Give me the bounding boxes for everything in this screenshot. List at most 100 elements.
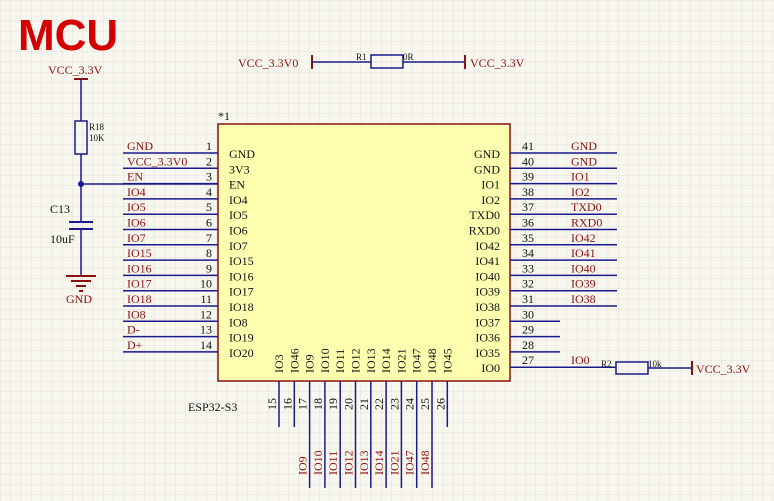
right-pin-name: IO37: [475, 315, 500, 329]
left-pin-number: 14: [200, 338, 212, 352]
top-net-left-label: VCC_3.3V0: [238, 56, 298, 70]
bottom-pin-number: 25: [418, 398, 432, 410]
left-pin-group: 1GNDGND23V3VCC_3.3V03ENEN4IO4IO45IO5IO56…: [123, 139, 255, 360]
right-pin-number: 41: [522, 139, 534, 153]
left-pin-number: 10: [200, 277, 212, 291]
right-pin-name: IO38: [475, 300, 500, 314]
left-pin-number: 8: [206, 246, 212, 260]
right-pin-name: IO2: [481, 193, 500, 207]
right-pin-number: 39: [522, 170, 534, 184]
left-pin-name: IO18: [229, 300, 254, 314]
left-pin-number: 1: [206, 139, 212, 153]
left-pin-name: IO16: [229, 269, 254, 283]
top-power-link: VCC_3.3V0 R1 0R VCC_3.3V: [238, 52, 525, 70]
bottom-pin-name: IO47: [410, 348, 424, 373]
bottom-pin-number: 17: [296, 398, 310, 410]
left-pin-name: IO20: [229, 346, 254, 360]
left-net-label: D+: [127, 338, 143, 352]
right-pin-name: GND: [474, 147, 500, 161]
right-pin-group: 41GNDGND40GNDGND39IO1IO138IO2IO237TXD0TX…: [469, 139, 617, 375]
right-net-label: IO2: [571, 185, 590, 199]
bottom-pin-name: IO12: [349, 348, 363, 373]
right-pin-number: 31: [522, 292, 534, 306]
right-pin-name: RXD0: [469, 224, 500, 238]
right-pin-name: TXD0: [469, 208, 500, 222]
left-pin-number: 9: [206, 261, 212, 275]
bottom-pin-number: 19: [326, 398, 340, 410]
bottom-net-label: IO47: [403, 450, 417, 475]
left-pin-number: 6: [206, 216, 212, 230]
left-pin-name: IO19: [229, 331, 254, 345]
r2-pullup: R2 10k VCC_3.3V: [601, 359, 751, 376]
left-net-label: VCC_3.3V0: [127, 154, 187, 168]
left-pin-number: 7: [206, 231, 212, 245]
left-net-label: IO15: [127, 246, 152, 260]
bottom-pin-name: IO21: [394, 348, 408, 373]
bottom-pin-name: IO11: [333, 349, 347, 373]
left-pin-name: 3V3: [229, 162, 250, 176]
left-net-label: D-: [127, 323, 140, 337]
r18-name: R18: [89, 122, 105, 132]
right-net-label: IO42: [571, 231, 596, 245]
bottom-pin-number: 21: [357, 398, 371, 410]
right-pin-number: 35: [522, 231, 534, 245]
right-pin-name: IO0: [481, 361, 500, 375]
bottom-pin-name: IO13: [364, 348, 378, 373]
bottom-net-label: IO9: [296, 456, 310, 475]
right-pin-number: 27: [522, 353, 534, 367]
bottom-net-label: IO12: [342, 450, 356, 475]
right-pin-name: GND: [474, 162, 500, 176]
reset-circuit: VCC_3.3V R18 10K C13 10uF GND: [48, 63, 222, 306]
r18-value: 10K: [89, 133, 105, 143]
left-pin-name: GND: [229, 147, 255, 161]
bottom-net-label: IO11: [326, 451, 340, 475]
c13-value: 10uF: [50, 232, 75, 246]
left-net-label: IO5: [127, 200, 146, 214]
left-net-label: IO16: [127, 261, 152, 275]
bottom-pin-number: 26: [433, 398, 447, 410]
bottom-pin-number: 22: [372, 398, 386, 410]
right-net-label: IO40: [571, 261, 596, 275]
left-pin-number: 3: [206, 170, 212, 184]
left-pin-name: IO4: [229, 193, 248, 207]
left-pin-number: 4: [206, 185, 212, 199]
left-net-label: IO18: [127, 292, 152, 306]
right-net-label: IO39: [571, 277, 596, 291]
bottom-pin-number: 20: [342, 398, 356, 410]
bottom-pin-name: IO48: [425, 348, 439, 373]
right-pin-name: IO39: [475, 285, 500, 299]
left-net-label: IO17: [127, 277, 152, 291]
right-pin-number: 38: [522, 185, 534, 199]
bottom-net-label: IO21: [387, 450, 401, 475]
right-net-label: IO0: [571, 353, 590, 367]
bottom-pin-name: IO14: [379, 348, 393, 373]
right-net-label: GND: [571, 154, 597, 168]
bottom-pin-number: 23: [387, 398, 401, 410]
left-pin-name: IO7: [229, 239, 248, 253]
left-net-label: EN: [127, 170, 143, 184]
right-pin-number: 30: [522, 307, 534, 321]
left-pin-number: 5: [206, 200, 212, 214]
right-net-label: TXD0: [571, 200, 602, 214]
left-pin-number: 2: [206, 154, 212, 168]
right-pin-number: 36: [522, 216, 534, 230]
right-pin-name: IO35: [475, 346, 500, 360]
left-net-label: GND: [127, 139, 153, 153]
bottom-pin-group: 15IO316IO4617IO9IO918IO10IO1019IO11IO112…: [265, 348, 454, 488]
right-net-label: IO38: [571, 292, 596, 306]
right-pin-name: IO1: [481, 178, 500, 192]
right-net-label: IO41: [571, 246, 596, 260]
bottom-pin-name: IO10: [318, 348, 332, 373]
chip-name: ESP32-S3: [188, 400, 237, 414]
r2-net-label: VCC_3.3V: [696, 362, 751, 376]
bottom-net-label: IO14: [372, 450, 386, 475]
right-pin-number: 29: [522, 323, 534, 337]
bottom-net-label: IO48: [418, 450, 432, 475]
right-net-label: GND: [571, 139, 597, 153]
right-net-label: RXD0: [571, 216, 602, 230]
left-net-label: IO4: [127, 185, 146, 199]
right-pin-number: 40: [522, 154, 534, 168]
top-net-right-label: VCC_3.3V: [470, 56, 525, 70]
bottom-net-label: IO13: [357, 450, 371, 475]
right-pin-number: 28: [522, 338, 534, 352]
